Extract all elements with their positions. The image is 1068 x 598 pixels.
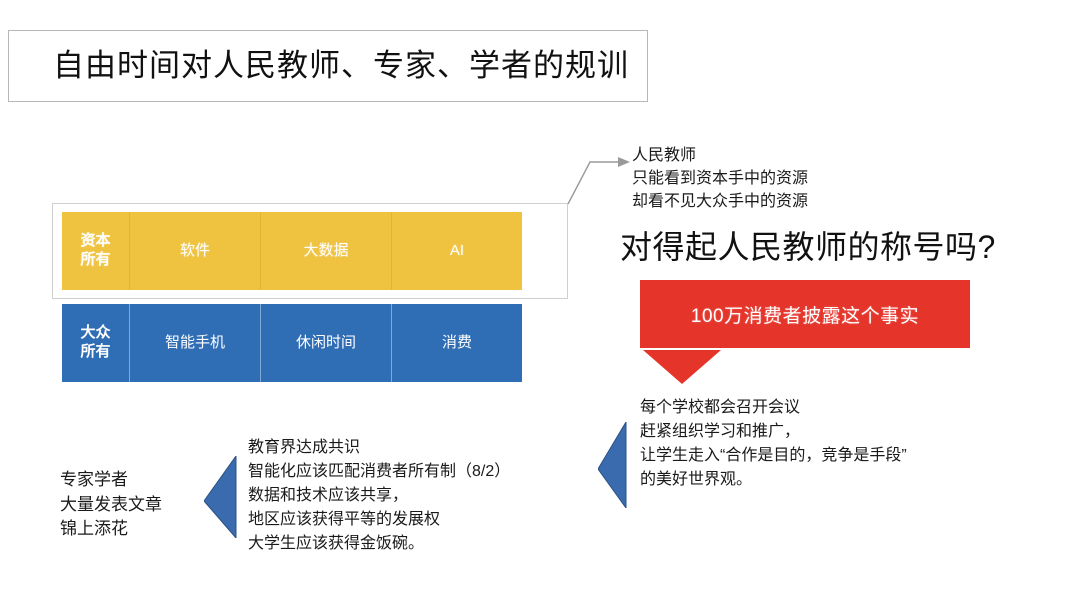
table-cell: 智能手机 — [130, 304, 261, 382]
table-cell: 软件 — [130, 212, 261, 290]
elbow-connector-arrow-icon — [567, 157, 630, 205]
arrow-left-icon — [598, 422, 627, 508]
table-cell: 大众 所有 — [62, 304, 130, 382]
arrow-down-icon — [643, 350, 721, 384]
table-cell: 资本 所有 — [62, 212, 130, 290]
table-cell: 休闲时间 — [261, 304, 392, 382]
red-banner: 100万消费者披露这个事实 — [640, 280, 970, 348]
headline-question: 对得起人民教师的称号吗? — [620, 229, 996, 265]
red-banner-text: 100万消费者披露这个事实 — [690, 305, 920, 327]
table-cell: 大数据 — [261, 212, 392, 290]
table-cell: AI — [392, 212, 522, 290]
table-row-capital-owned: 资本 所有 软件 大数据 AI — [62, 212, 522, 290]
school-note-text: 每个学校都会召开会议 赶紧组织学习和推广， 让学生走入“合作是目的，竞争是手段”… — [640, 399, 907, 488]
arrow-left-icon — [204, 456, 237, 538]
consensus-note-text: 教育界达成共识 智能化应该匹配消费者所有制（8/2） 数据和技术应该共享， 地区… — [248, 439, 511, 552]
expert-note-text: 专家学者 大量发表文章 锦上添花 — [60, 470, 162, 539]
slide-title-box: 自由时间对人民教师、专家、学者的规训 — [8, 30, 648, 102]
table-cell: 消费 — [392, 304, 522, 382]
teacher-note-text: 人民教师 只能看到资本手中的资源 却看不见大众手中的资源 — [632, 147, 809, 211]
page-title: 自由时间对人民教师、专家、学者的规训 — [53, 47, 629, 83]
table-row-public-owned: 大众 所有 智能手机 休闲时间 消费 — [62, 304, 522, 382]
